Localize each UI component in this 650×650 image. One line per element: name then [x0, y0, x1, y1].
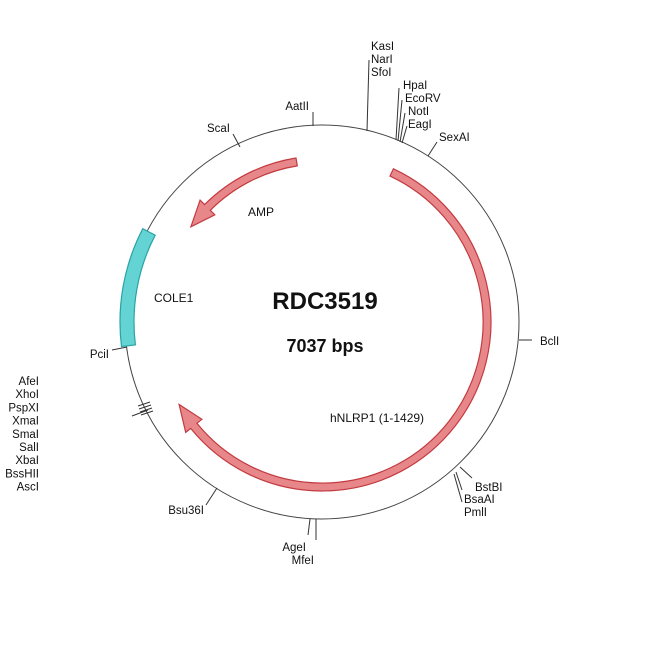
nlrp1-feature-arrow[interactable]: [178, 168, 492, 492]
site-bsshii[interactable]: BssHII: [5, 468, 39, 480]
site-ecorv[interactable]: EcoRV: [405, 93, 441, 105]
site-asci[interactable]: AscI: [17, 482, 39, 494]
backbone-circle: [124, 124, 520, 520]
site-xhoi[interactable]: XhoI: [15, 389, 39, 401]
site-xbai[interactable]: XbaI: [15, 455, 39, 467]
site-pcii[interactable]: PciI: [90, 349, 109, 361]
site-pspxi[interactable]: PspXI: [8, 402, 39, 414]
site-eagi[interactable]: EagI: [408, 119, 432, 131]
cole1-feature[interactable]: [119, 227, 157, 348]
plasmid-size: 7037 bps: [286, 336, 363, 356]
cole1-label: COLE1: [154, 291, 194, 305]
site-sexai[interactable]: SexAI: [439, 132, 470, 144]
nlrp1-label: hNLRP1 (1-1429): [330, 411, 424, 425]
amp-label: AMP: [248, 205, 274, 219]
site-bsaai[interactable]: BsaAI: [464, 494, 495, 506]
restriction-sites: AatII KasI NarI SfoI HpaI EcoRV NotI Eag…: [5, 41, 559, 567]
site-sali[interactable]: SalI: [19, 442, 39, 454]
site-aatii[interactable]: AatII: [285, 101, 309, 113]
site-bstbi[interactable]: BstBI: [475, 482, 502, 494]
site-scai[interactable]: ScaI: [207, 123, 230, 135]
amp-feature-arrow[interactable]: [189, 157, 298, 228]
site-nari[interactable]: NarI: [371, 54, 393, 66]
site-bcli[interactable]: BclI: [540, 336, 559, 348]
site-mfei[interactable]: MfeI: [292, 555, 314, 567]
site-kasi[interactable]: KasI: [371, 41, 394, 53]
site-smai[interactable]: SmaI: [12, 429, 39, 441]
site-agei[interactable]: AgeI: [282, 542, 306, 554]
site-afei[interactable]: AfeI: [19, 376, 39, 388]
plasmid-name: RDC3519: [272, 288, 377, 315]
site-bsu36i[interactable]: Bsu36I: [168, 505, 204, 517]
site-pmli[interactable]: PmlI: [464, 507, 487, 519]
site-hpai[interactable]: HpaI: [403, 80, 427, 92]
site-ticks: [111, 59, 532, 540]
site-xmai[interactable]: XmaI: [12, 416, 39, 428]
site-sfoi[interactable]: SfoI: [371, 67, 391, 79]
site-noti[interactable]: NotI: [408, 106, 429, 118]
